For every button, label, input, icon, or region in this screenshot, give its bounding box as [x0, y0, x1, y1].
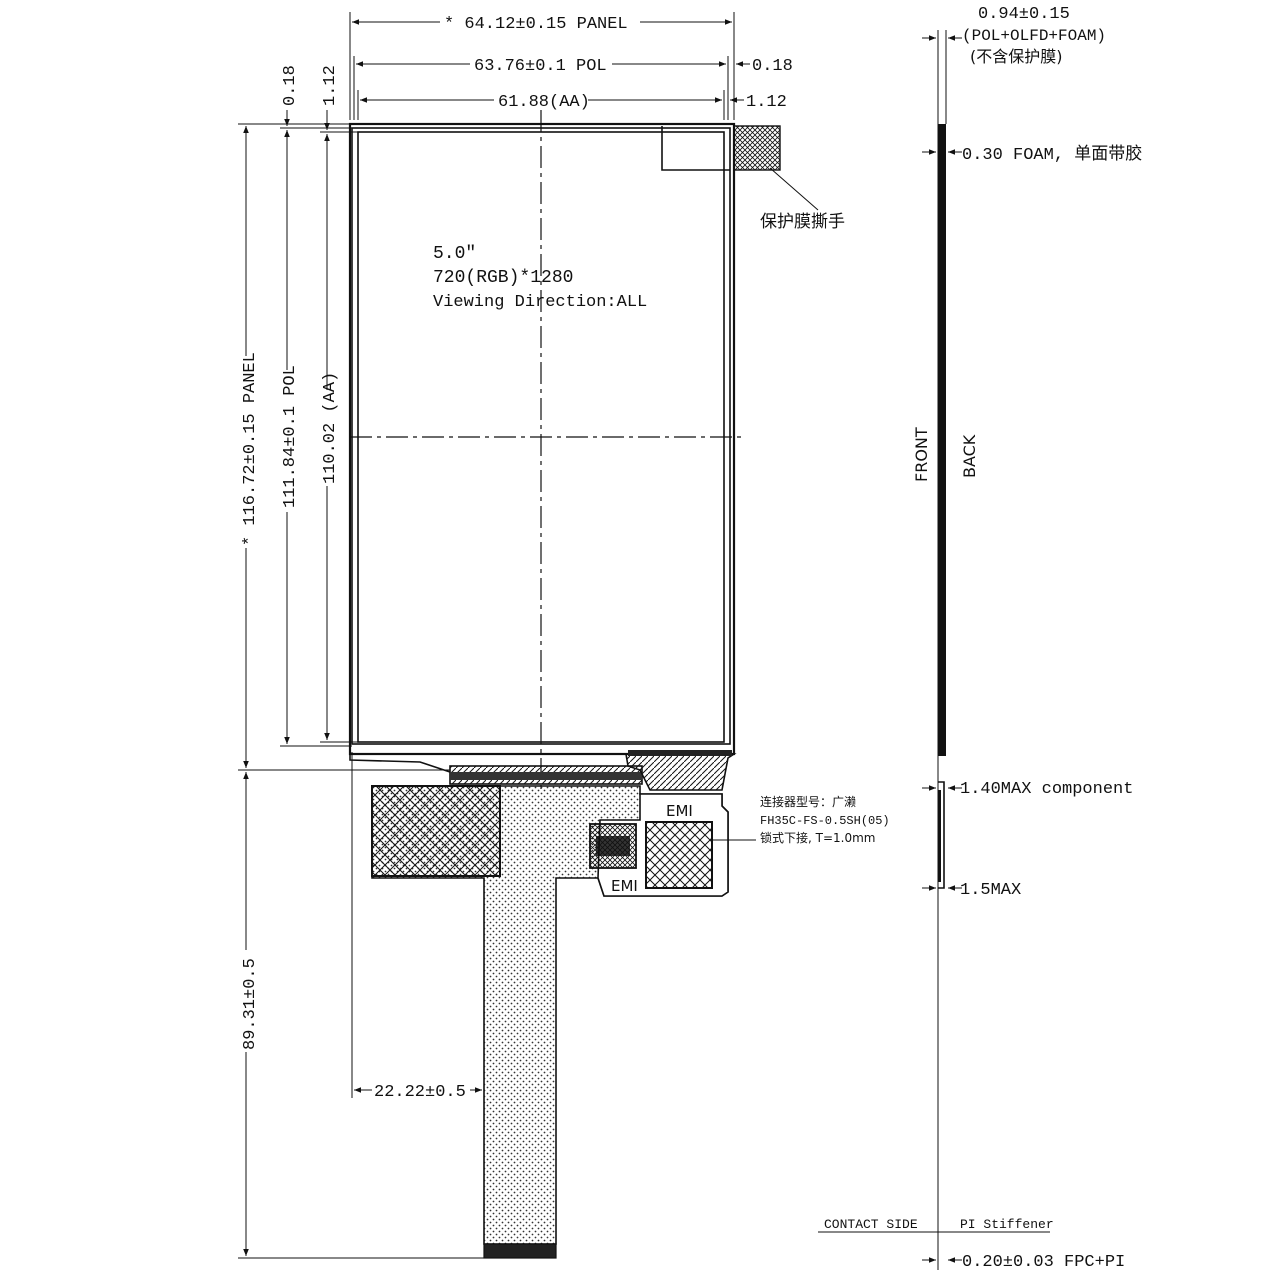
- side-component-dim: 1.40MAX component: [960, 780, 1133, 799]
- pol-height-dim: 111.84±0.1 POL: [281, 365, 300, 508]
- fpc-offset-dim: 22.22±0.5: [374, 1083, 466, 1102]
- panel-outline-group: [348, 110, 742, 790]
- side-view: [818, 30, 1050, 1270]
- side-foam-dim: 0.30 FOAM, 单面带胶: [962, 144, 1142, 165]
- right-gap-pol-dim: 0.18: [752, 57, 793, 76]
- panel-width-dim: * 64.12±0.15 PANEL: [444, 15, 628, 34]
- panel-outline: [348, 122, 736, 756]
- side-thickness-note-cn: (不含保护膜): [970, 47, 1063, 66]
- side-fpc-pi-dim: 0.20±0.03 FPC+PI: [962, 1253, 1125, 1272]
- connector-model-line3: 锁式下接, T=1.0mm: [760, 830, 875, 845]
- top-dimensions: [349, 12, 750, 120]
- side-front-label: FRONT: [912, 427, 931, 482]
- side-pi-stiffener-label: PI Stiffener: [960, 1217, 1054, 1232]
- side-max-dim: 1.5MAX: [960, 881, 1021, 900]
- connector-model-line2: FH35C-FS-0.5SH(05): [760, 814, 890, 828]
- connector-model-line1: 连接器型号：广濑: [760, 794, 856, 809]
- panel-size: 5.0″: [433, 244, 476, 264]
- fpc-group: [349, 750, 756, 1259]
- aa-height-dim: 110.02 (AA): [321, 372, 340, 484]
- top-gap-pol-dim: 0.18: [281, 65, 300, 106]
- protect-film-tab-label: 保护膜撕手: [760, 212, 845, 232]
- protect-film-tab: [661, 125, 819, 211]
- panel-height-dim: * 116.72±0.15 PANEL: [241, 352, 260, 546]
- side-contact-side-label: CONTACT SIDE: [824, 1217, 918, 1232]
- left-dimensions: [238, 110, 484, 1259]
- side-thickness-dim: 0.94±0.15: [978, 5, 1070, 24]
- fpc-length-dim: 89.31±0.5: [241, 958, 260, 1050]
- right-gap-aa-dim: 1.12: [746, 93, 787, 112]
- pol-width-dim: 63.76±0.1 POL: [474, 57, 607, 76]
- side-thickness-note: (POL+OLFD+FOAM): [962, 27, 1106, 45]
- side-back-label: BACK: [960, 434, 979, 478]
- panel-resolution: 720(RGB)*1280: [433, 268, 573, 288]
- emi-top-label: EMI: [666, 802, 693, 820]
- top-gap-aa-dim: 1.12: [321, 65, 340, 106]
- emi-bottom-label: EMI: [611, 877, 638, 895]
- aa-width-dim: 61.88(AA): [498, 93, 590, 112]
- viewing-direction: Viewing Direction:ALL: [433, 293, 647, 312]
